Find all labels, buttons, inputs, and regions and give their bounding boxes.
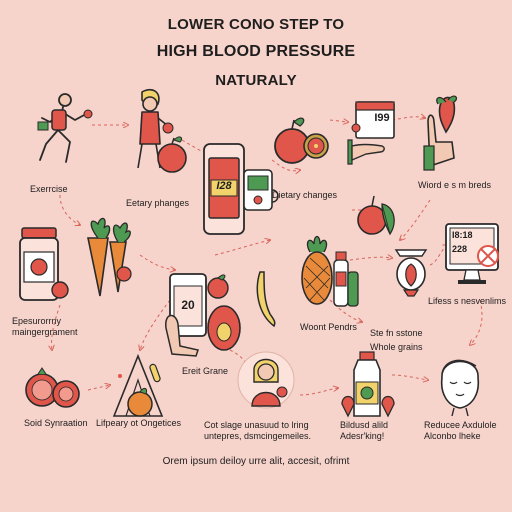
- monitor-screen-icon: I8:18 228: [444, 222, 504, 290]
- label-wont-pondrs: Woont Pendrs: [300, 322, 357, 332]
- banana-icon: [254, 270, 278, 330]
- label-monitor-line-2: maingergrament: [12, 327, 78, 337]
- label-exercise: Exerrcise: [30, 184, 68, 194]
- arrow-screen-face: [470, 299, 483, 345]
- calm-face-icon: [430, 350, 490, 417]
- label-adesking-line-1: Bildusd alild: [340, 420, 389, 430]
- title-line-2: HIGH BLOOD PRESSURE: [156, 43, 356, 60]
- label-dietary-changes: Dietary changes: [272, 190, 338, 200]
- arrow-calendar-hand: [391, 117, 425, 121]
- runner-icon: [30, 92, 100, 172]
- carrots-icon: [78, 212, 138, 302]
- pomegranate-icon: [22, 360, 82, 416]
- label-monitor-line-1: Epesurorrny: [12, 316, 62, 326]
- woman-center-icon: [236, 348, 296, 414]
- label-lifestyle: Lifess s nesvenlims: [428, 296, 507, 306]
- label-center-line-1: Cot slage unasuud to lring: [204, 420, 309, 430]
- arrow-tablet-tent: [140, 299, 171, 350]
- label-whole-line-2: Whole grains: [370, 342, 423, 352]
- pineapple-bottles-icon: [296, 232, 362, 312]
- label-center-line-2: untepres, dsmcingemeiles.: [204, 431, 312, 441]
- title-line-3: NATURALY: [215, 72, 297, 89]
- calendar-number: I99: [374, 112, 390, 124]
- arrow-hand-apple: [400, 199, 431, 240]
- tablet-avocado-icon: 20: [164, 268, 244, 358]
- apple-kiwi-icon: [272, 112, 332, 172]
- arrow-exercise-veg: [59, 194, 80, 225]
- label-reduce-line-2: Alconbo lheke: [424, 431, 481, 441]
- arrow-jar-pomegranate: [52, 304, 61, 350]
- screen-time-bottom: 228: [452, 244, 468, 254]
- bp-reading: I28: [216, 180, 232, 192]
- arrow-bottle-face: [391, 374, 428, 380]
- hand-vegetable-icon: [420, 92, 470, 172]
- label-whole-line-1: Ste fn sstone: [370, 328, 423, 338]
- scale-icon: [388, 244, 434, 298]
- arrow-tablet-banana: [214, 240, 270, 256]
- label-reduce-line-1: Reducee Axdulole: [424, 420, 497, 430]
- label-lifestyle-ong: Lifpeary ot Ongetices: [96, 418, 182, 428]
- arrow-center-bottle: [299, 388, 338, 396]
- tent-icon: [108, 350, 174, 420]
- tablet-number: 20: [181, 298, 195, 312]
- calendar-hand-icon: I99: [342, 100, 398, 166]
- footer-text: Orem ipsum deiloy urre alit, accesit, of…: [162, 456, 350, 467]
- arrow-pine-scale: [349, 257, 392, 260]
- label-word-breds: Wiord e s m breds: [418, 180, 492, 190]
- arrow-veg-tablet: [139, 254, 175, 270]
- label-erelt-grane: Ereit Grane: [182, 366, 229, 376]
- title-line-1: LOWER CONO STEP TO: [167, 16, 345, 33]
- label-sold-syn: Soid Synraation: [24, 418, 88, 428]
- woman-apple-icon: [128, 88, 192, 188]
- jar-icon: [16, 226, 69, 306]
- label-adesking-line-2: Adesr'king!: [340, 431, 385, 441]
- arrow-pine-grains: [329, 299, 362, 322]
- bp-monitor-icon: I28: [200, 140, 280, 240]
- label-eating-changes: Eetary phanges: [126, 198, 190, 208]
- bottle-strawberry-icon: [340, 350, 396, 420]
- screen-time-top: I8:18: [452, 230, 473, 240]
- apple-leaf-icon: [354, 190, 400, 242]
- arrow-pomegranate-tent: [87, 385, 110, 391]
